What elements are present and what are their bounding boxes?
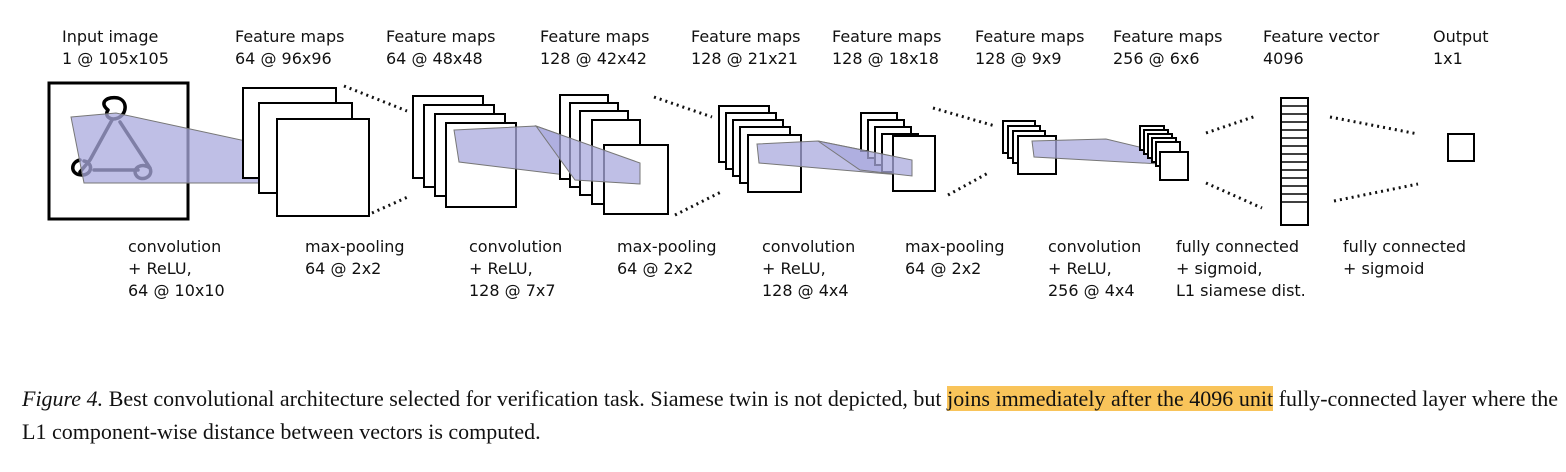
bottom-label-pool1-l2: 64 @ 2x2 <box>305 259 381 278</box>
bottom-label-pool3-l2: 64 @ 2x2 <box>905 259 981 278</box>
bottom-label-conv1-l3: 64 @ 10x10 <box>128 281 225 300</box>
bottom-label-pool2-l2: 64 @ 2x2 <box>617 259 693 278</box>
bottom-label-conv3-l2: + ReLU, <box>762 259 826 278</box>
conv-kernel-2-front <box>534 124 641 185</box>
bottom-label-pool3-l1: max-pooling <box>905 237 1005 256</box>
top-label-vector-size: 4096 <box>1263 49 1304 68</box>
bottom-label-pool1-l1: max-pooling <box>305 237 405 256</box>
top-label-output-title: Output <box>1433 27 1489 46</box>
top-label-fm2-size: 64 @ 48x48 <box>386 49 483 68</box>
fc-connector-1-bottom <box>1205 181 1263 210</box>
top-label-fm5-title: Feature maps <box>832 27 941 46</box>
pool-connector-1-bottom <box>371 194 411 215</box>
bottom-label-fc1-l2: + sigmoid, <box>1176 259 1263 278</box>
caption-highlighted-text: joins immediately after the 4096 unit <box>947 386 1274 411</box>
fc-connector-2-bottom <box>1333 182 1419 203</box>
feature-maps-1 <box>242 87 370 217</box>
top-label-fm7-size: 256 @ 6x6 <box>1113 49 1200 68</box>
top-label-output-size: 1x1 <box>1433 49 1463 68</box>
top-label-input-size: 1 @ 105x105 <box>62 49 169 68</box>
caption-text-before: Best convolutional architecture selected… <box>103 386 948 411</box>
top-label-fm6-size: 128 @ 9x9 <box>975 49 1062 68</box>
top-label-input-title: Input image <box>62 27 158 46</box>
feature-maps-7 <box>1139 125 1189 181</box>
bottom-label-conv4-l2: + ReLU, <box>1048 259 1112 278</box>
bottom-label-conv3-l3: 128 @ 4x4 <box>762 281 849 300</box>
bottom-label-conv1-l2: + ReLU, <box>128 259 192 278</box>
top-label-fm4-size: 128 @ 21x21 <box>691 49 798 68</box>
feature-vector <box>1280 97 1309 226</box>
bottom-label-fc2-l1: fully connected <box>1343 237 1466 256</box>
bottom-labels: convolution + ReLU, 64 @ 10x10 max-pooli… <box>128 237 1466 300</box>
bottom-label-pool2-l1: max-pooling <box>617 237 717 256</box>
bottom-label-conv4-l1: convolution <box>1048 237 1141 256</box>
fc-connector-2-top <box>1329 115 1419 136</box>
bottom-label-fc2-l2: + sigmoid <box>1343 259 1424 278</box>
top-labels: Input image 1 @ 105x105 Feature maps 64 … <box>62 27 1489 68</box>
top-label-fm6-title: Feature maps <box>975 27 1084 46</box>
pool-connector-2-top <box>653 95 713 119</box>
top-label-fm3-size: 128 @ 42x42 <box>540 49 647 68</box>
top-label-fm5-size: 128 @ 18x18 <box>832 49 939 68</box>
top-label-fm1-size: 64 @ 96x96 <box>235 49 332 68</box>
output-unit <box>1447 133 1475 162</box>
top-label-fm2-title: Feature maps <box>386 27 495 46</box>
pool-connector-1-top <box>343 84 408 113</box>
top-label-fm4-title: Feature maps <box>691 27 800 46</box>
feature-maps-6 <box>1002 120 1057 175</box>
fc-connector-1-top <box>1205 114 1257 135</box>
bottom-label-conv2-l1: convolution <box>469 237 562 256</box>
bottom-label-conv4-l3: 256 @ 4x4 <box>1048 281 1135 300</box>
figure-caption: Figure 4. Best convolutional architectur… <box>22 382 1558 448</box>
caption-label: Figure 4. <box>22 386 104 411</box>
bottom-label-conv2-l2: + ReLU, <box>469 259 533 278</box>
top-label-fm3-title: Feature maps <box>540 27 649 46</box>
pool-connector-3-top <box>932 106 996 128</box>
bottom-label-conv1-l1: convolution <box>128 237 221 256</box>
pool-connector-2-bottom <box>674 190 722 217</box>
bottom-label-conv3-l1: convolution <box>762 237 855 256</box>
top-label-fm1-title: Feature maps <box>235 27 344 46</box>
bottom-label-fc1-l3: L1 siamese dist. <box>1176 281 1306 300</box>
top-label-fm7-title: Feature maps <box>1113 27 1222 46</box>
cnn-architecture-diagram: Input image 1 @ 105x105 Feature maps 64 … <box>47 27 1489 300</box>
pool-connector-3-bottom <box>947 170 991 197</box>
bottom-label-fc1-l1: fully connected <box>1176 237 1299 256</box>
conv-kernel-3-front <box>817 140 913 177</box>
top-label-vector-title: Feature vector <box>1263 27 1380 46</box>
bottom-label-conv2-l3: 128 @ 7x7 <box>469 281 556 300</box>
caption-text-after: fully-connected layer where the L1 compo… <box>22 386 1558 444</box>
